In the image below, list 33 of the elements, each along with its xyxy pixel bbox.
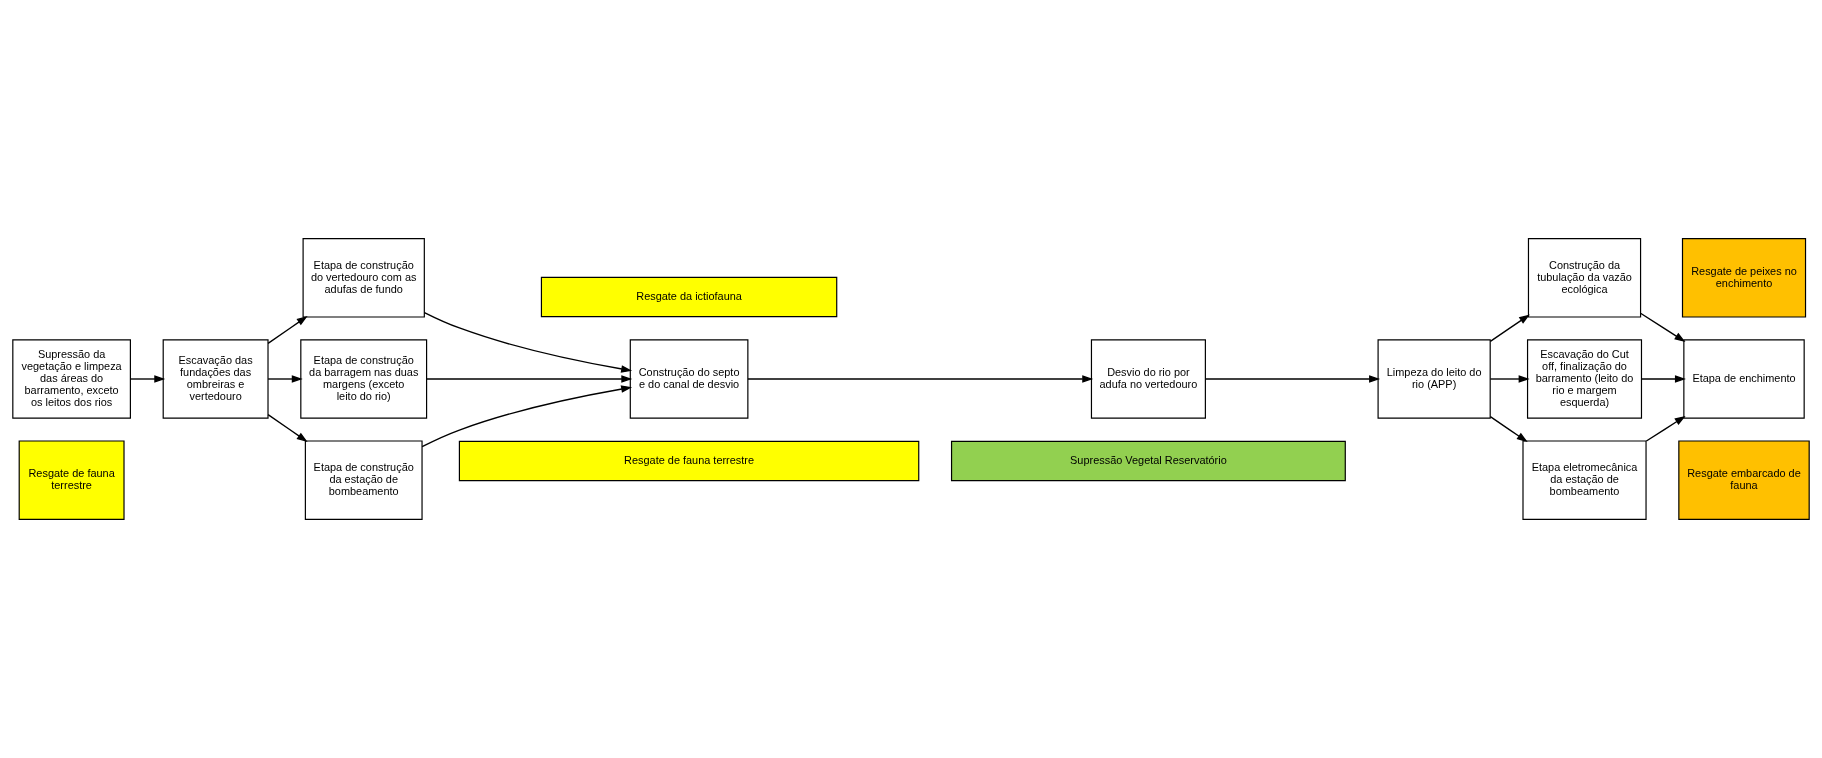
node-box: Construção da tubulação da vazão ecológica bbox=[1527, 238, 1642, 318]
node-box: Resgate de fauna terrestre bbox=[458, 440, 920, 482]
node-box: Construção do septo e do canal de desvio bbox=[629, 339, 749, 419]
node-box: Resgate de peixes no enchimento bbox=[1681, 238, 1807, 318]
arrow bbox=[267, 413, 308, 443]
node-box: Etapa de enchimento bbox=[1683, 339, 1805, 419]
arrow bbox=[130, 375, 166, 383]
arrow bbox=[1645, 415, 1686, 442]
node-box: Etapa de construção da estação de bombeamento bbox=[304, 440, 423, 520]
node-box: Supressão da vegetação e limpeza das áreas do barramento, exceto os leitos dos rios bbox=[12, 339, 131, 419]
node-box: Escavação do Cut off, finalização do barramento (leito do rio e margem esquerda) bbox=[1526, 339, 1643, 419]
node-box: Resgate da ictiofauna bbox=[540, 276, 838, 318]
arrow bbox=[421, 385, 633, 448]
node-box: Desvio do rio por adufa no vertedouro bbox=[1090, 339, 1206, 419]
arrow bbox=[1489, 314, 1530, 342]
arrow bbox=[1204, 375, 1381, 383]
arrow bbox=[747, 375, 1094, 383]
node-box: Resgate embarcado de fauna bbox=[1678, 440, 1810, 520]
node-box: Etapa de construção da barragem nas duas margens (exceto leito do rio) bbox=[300, 339, 428, 419]
node-box: Limpeza do leito do rio (APP) bbox=[1377, 339, 1491, 419]
arrow bbox=[423, 311, 633, 373]
node-box: Etapa eletromecânica da estação de bombeamento bbox=[1522, 440, 1647, 520]
arrow bbox=[1489, 375, 1530, 383]
arrow bbox=[267, 315, 308, 345]
arrow bbox=[1641, 375, 1686, 383]
arrow bbox=[1489, 416, 1528, 443]
arrow bbox=[1639, 312, 1686, 342]
node-box: Resgate de fauna terrestre bbox=[18, 440, 125, 520]
node-box: Escavação das fundações das ombreiras e vertedouro bbox=[162, 339, 269, 419]
node-box: Supressão Vegetal Reservatório bbox=[950, 440, 1346, 482]
node-box: Etapa de construção do vertedouro com as adufas de fundo bbox=[302, 238, 425, 318]
arrow bbox=[425, 375, 633, 383]
arrow bbox=[267, 375, 303, 383]
